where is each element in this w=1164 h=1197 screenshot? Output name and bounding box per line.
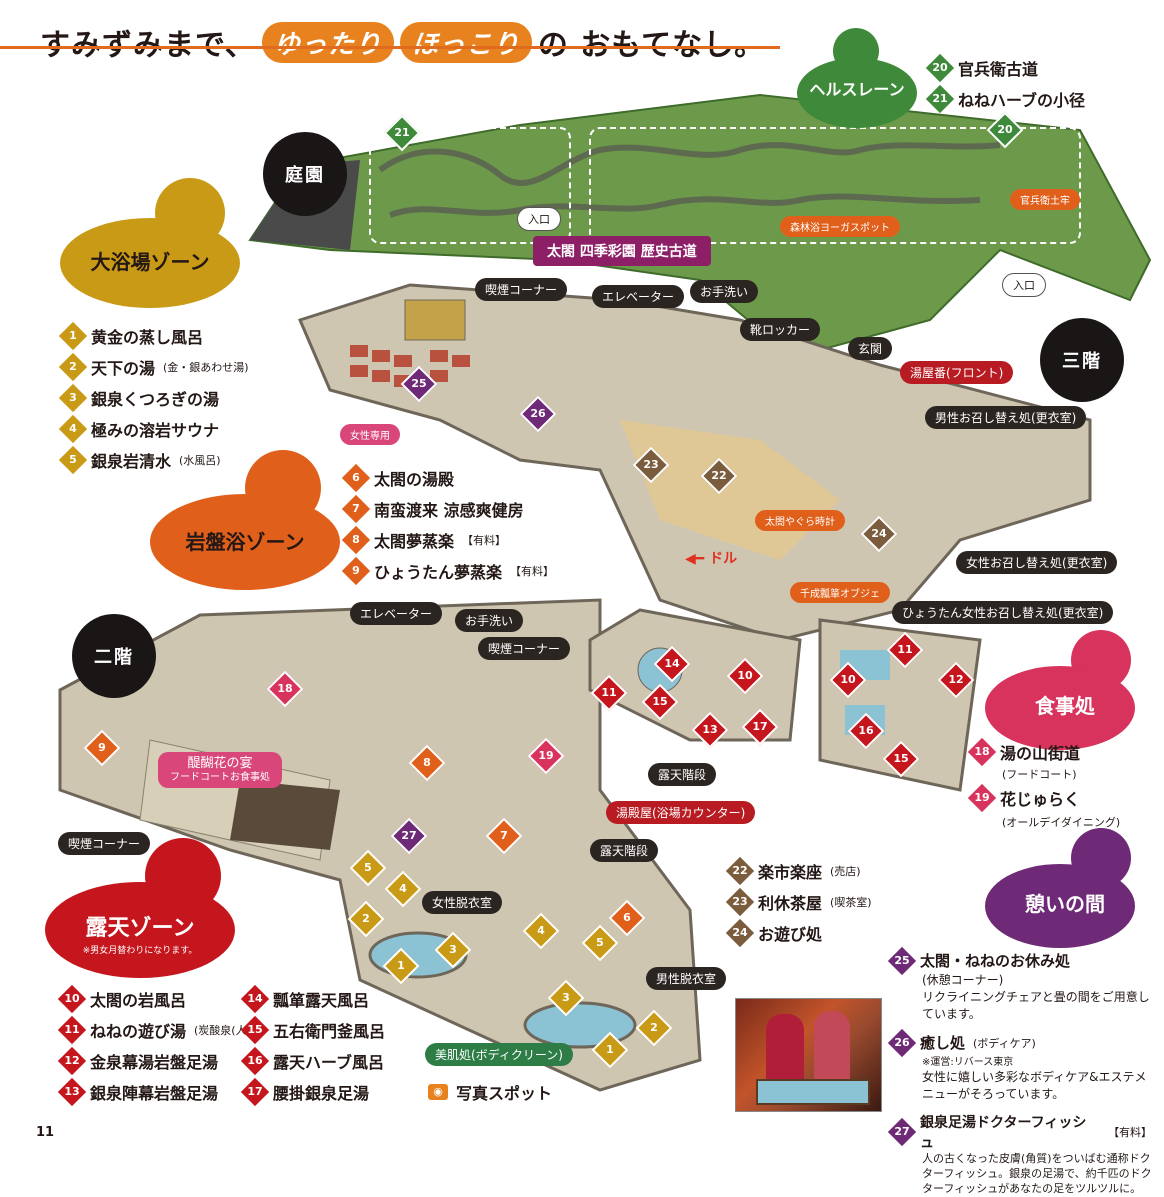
- bath-zone-gourd: 大浴場ゾーン: [60, 178, 240, 308]
- tag-women-change-3f: 女性お召し替え処(更衣室): [956, 551, 1118, 574]
- tag-down-arrow: ◀━ ドル: [685, 551, 738, 567]
- tag-women-dressing: 女性脱衣室: [422, 891, 503, 914]
- tag-toilet-2f: お手洗い: [455, 609, 524, 632]
- tag-men-dressing: 男性脱衣室: [646, 967, 727, 990]
- title-pill-yuttari: ゆったり: [261, 21, 394, 63]
- page-title: すみずみまで、 ゆったり ほっこり の おもてなし。: [40, 12, 765, 72]
- garden-title-banner: 太閤 四季彩園 歴史古道: [533, 236, 711, 266]
- tag-food-court: 醍醐花の宴 フードコートお食事処: [158, 752, 282, 788]
- floor-3f-badge: 三階: [1040, 318, 1124, 402]
- tag-entrance-garden: 入口: [517, 207, 561, 231]
- tag-gourd-object: 千成瓢箪オブジェ: [790, 582, 890, 603]
- food-court-dark: [230, 780, 340, 850]
- tag-genkan: 玄関: [848, 337, 893, 360]
- dining-gourd: 食事処: [985, 630, 1145, 750]
- floor-2f-badge: 二階: [72, 614, 156, 698]
- second-floor-building: [58, 598, 702, 1092]
- foot-bath-photo: [735, 998, 882, 1112]
- relax-gourd: 憩いの間: [985, 828, 1145, 948]
- tag-smoking-2f-b: 喫煙コーナー: [58, 832, 151, 855]
- tag-toilet-3f: お手洗い: [690, 280, 759, 303]
- tag-yoga-spot: 森林浴ヨーガスポット: [780, 216, 900, 237]
- tag-women-only: 女性専用: [340, 424, 400, 445]
- outdoor-zone-gourd: 露天ゾーン ※男女月替わりになります。: [45, 838, 235, 978]
- title-underline: [0, 46, 780, 49]
- tag-elevator-2f: エレベーター: [350, 602, 443, 625]
- lane-21-box: [369, 127, 571, 244]
- tag-outdoor-stairs-a: 露天階段: [648, 763, 717, 786]
- tag-smoking-3f: 喫煙コーナー: [475, 278, 568, 301]
- bedrock-zone-gourd: 岩盤浴ゾーン: [150, 450, 340, 590]
- tag-kanbee-prison: 官兵衛土牢: [1010, 189, 1080, 210]
- tag-bath-counter: 湯殿屋(浴場カウンター): [606, 801, 756, 824]
- camera-icon: ◉: [428, 1084, 448, 1100]
- page-number: 11: [36, 1125, 55, 1140]
- tatami-room: [404, 299, 466, 341]
- tag-outdoor-stairs-b: 露天階段: [590, 839, 659, 862]
- tag-hyotan-change: ひょうたん女性お召し替え処(更衣室): [892, 601, 1114, 624]
- health-lane-gourd: ヘルスレーン: [787, 28, 927, 128]
- tag-beauty: 美肌処(ボディクリーン): [425, 1043, 573, 1066]
- tag-smoking-2f-a: 喫煙コーナー: [478, 637, 571, 660]
- tag-yagura-clock: 太閤やぐら時計: [755, 510, 845, 531]
- tag-men-change-3f: 男性お召し替え処(更衣室): [925, 406, 1087, 429]
- tag-shoe-locker: 靴ロッカー: [740, 318, 821, 341]
- title-pill-hokkori: ほっこり: [399, 21, 532, 63]
- tag-front-desk: 湯屋番(フロント): [900, 361, 1014, 384]
- outdoor-bath-a: [588, 608, 802, 742]
- lane-20-box: [589, 127, 1081, 244]
- tag-elevator-3f: エレベーター: [592, 285, 685, 308]
- tag-entrance-3f: 入口: [1002, 273, 1046, 297]
- photo-spot-legend: ◉ 写真スポット: [428, 1080, 552, 1104]
- floor-garden-badge: 庭園: [263, 132, 347, 216]
